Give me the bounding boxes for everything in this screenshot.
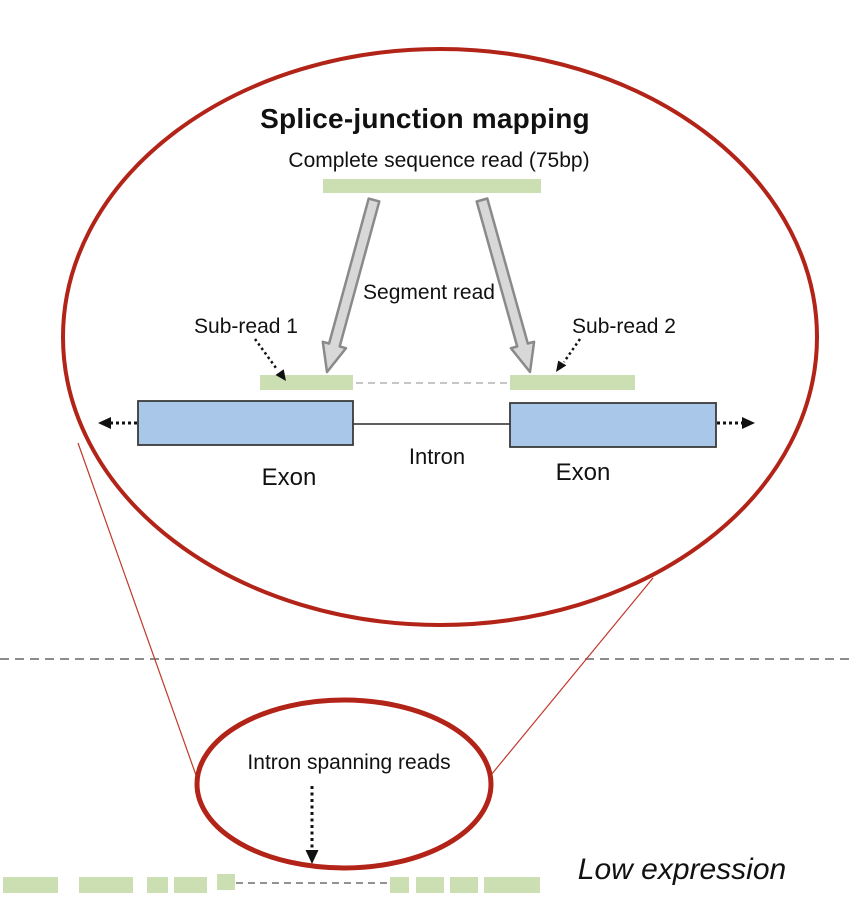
- segment-read-label: Segment read: [363, 281, 495, 304]
- read-bar: [450, 877, 478, 893]
- intron-spanning-ellipse: [194, 697, 494, 871]
- low-expression-label: Low expression: [577, 853, 787, 886]
- subread2-pointer-arrowhead-icon: [556, 360, 567, 372]
- read-bar: [147, 877, 168, 893]
- segment-arrow-right: [475, 197, 536, 374]
- exon-right-label: Exon: [555, 459, 611, 486]
- subread2-label: Sub-read 2: [572, 315, 676, 338]
- exon-left-label: Exon: [261, 464, 317, 491]
- read-bar: [3, 877, 58, 893]
- subread2-bar: [510, 375, 635, 390]
- genome-left-arrowhead-icon: [98, 417, 111, 429]
- exon-left-box: [137, 400, 354, 446]
- segment-arrow-left: [321, 197, 381, 374]
- read-bar: [416, 877, 444, 893]
- main-magnifier-ellipse: [61, 47, 819, 627]
- subread2-pointer-arrow: [562, 338, 582, 363]
- split-read-left-bar: [217, 874, 235, 890]
- complete-read-label: Complete sequence read (75bp): [288, 149, 590, 172]
- intron-label: Intron: [408, 444, 466, 469]
- subread1-bar: [260, 375, 353, 390]
- intron-spanning-arrowhead-icon: [305, 850, 319, 864]
- subread1-pointer-arrow: [253, 338, 278, 369]
- zoom-connector-right-line: [490, 577, 654, 776]
- diagram-title: Splice-junction mapping: [260, 103, 590, 134]
- intron-spanning-label: Intron spanning reads: [247, 751, 451, 774]
- read-bar: [79, 877, 133, 893]
- subread1-pointer-arrowhead-icon: [275, 369, 286, 381]
- complete-read-bar: [323, 179, 541, 193]
- read-bar: [484, 877, 540, 893]
- subread1-label: Sub-read 1: [194, 315, 298, 338]
- read-bar: [174, 877, 207, 893]
- zoom-connector-left-line: [77, 442, 198, 779]
- genome-right-arrowhead-icon: [742, 417, 755, 429]
- split-read-right-bar: [390, 877, 409, 893]
- exon-right-box: [509, 402, 717, 448]
